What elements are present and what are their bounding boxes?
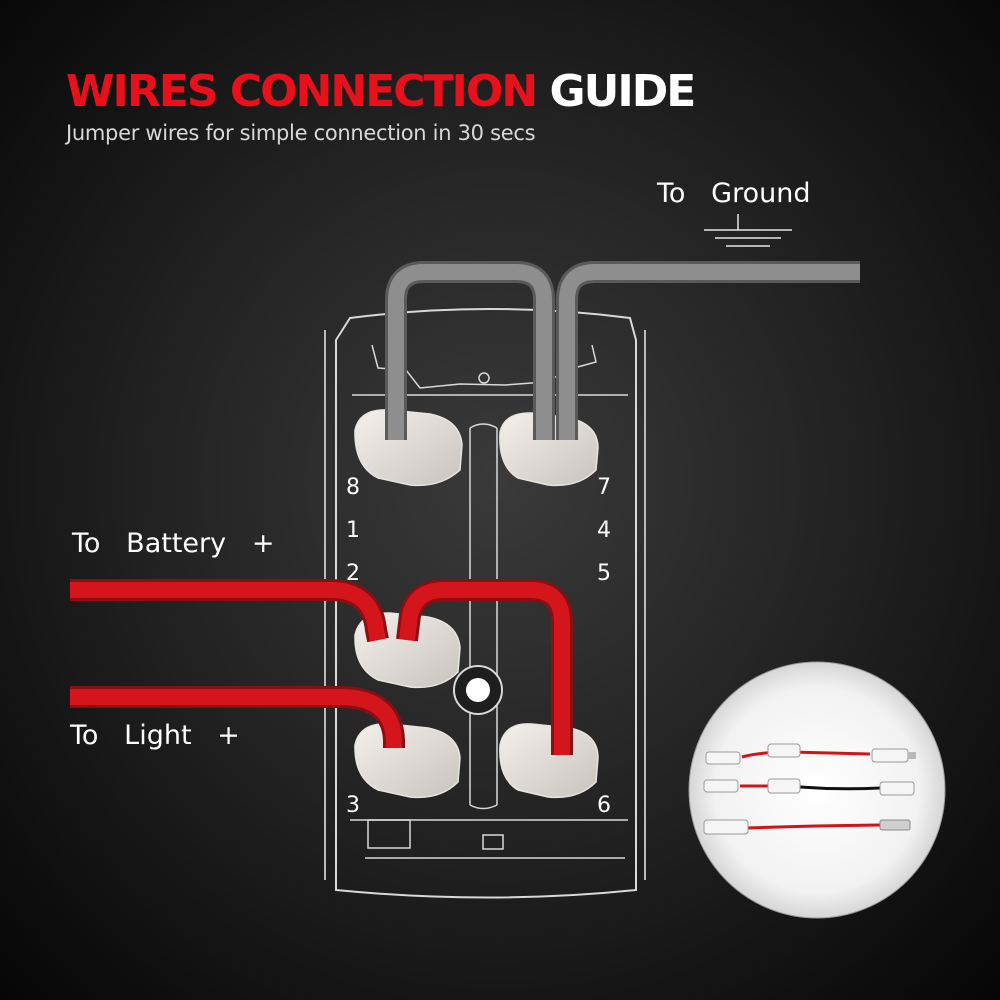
gray-ground-wire [556,261,860,440]
page-subtitle: Jumper wires for simple connection in 30… [66,121,536,145]
title-white-part: GUIDE [549,66,696,117]
center-lamp-hole [453,665,503,715]
jumper-wire-3-icon [703,819,911,835]
label-to-light: To Light + [70,720,240,751]
red-light-wire [70,686,405,748]
label-to-ground: To Ground [657,178,811,209]
terminal-6 [499,723,599,799]
pin-number-1: 1 [346,518,360,543]
terminal-8 [354,409,463,487]
pin-number-8: 8 [346,475,360,500]
pin-number-5: 5 [597,561,611,586]
gray-jumper-wire-8-7 [385,261,555,440]
pin-number-3: 3 [346,793,360,818]
jumper-wires-inset [688,661,946,919]
pin-number-7: 7 [597,475,611,500]
red-jumper-wire-2-6 [396,579,573,755]
rocker-switch-body [324,308,646,899]
terminal-3 [354,723,461,799]
ground-symbol-icon [704,214,792,247]
pin-number-4: 4 [597,518,611,543]
red-battery-wire [70,579,389,643]
jumper-wire-1-icon [705,743,916,765]
pin-number-6: 6 [597,793,611,818]
label-to-battery: To Battery + [72,528,275,559]
pin-number-2: 2 [346,561,360,586]
page-title: WIRES CONNECTION GUIDE [66,66,696,118]
jumper-wire-2-icon [703,778,915,796]
title-red-part: WIRES CONNECTION [66,66,538,117]
